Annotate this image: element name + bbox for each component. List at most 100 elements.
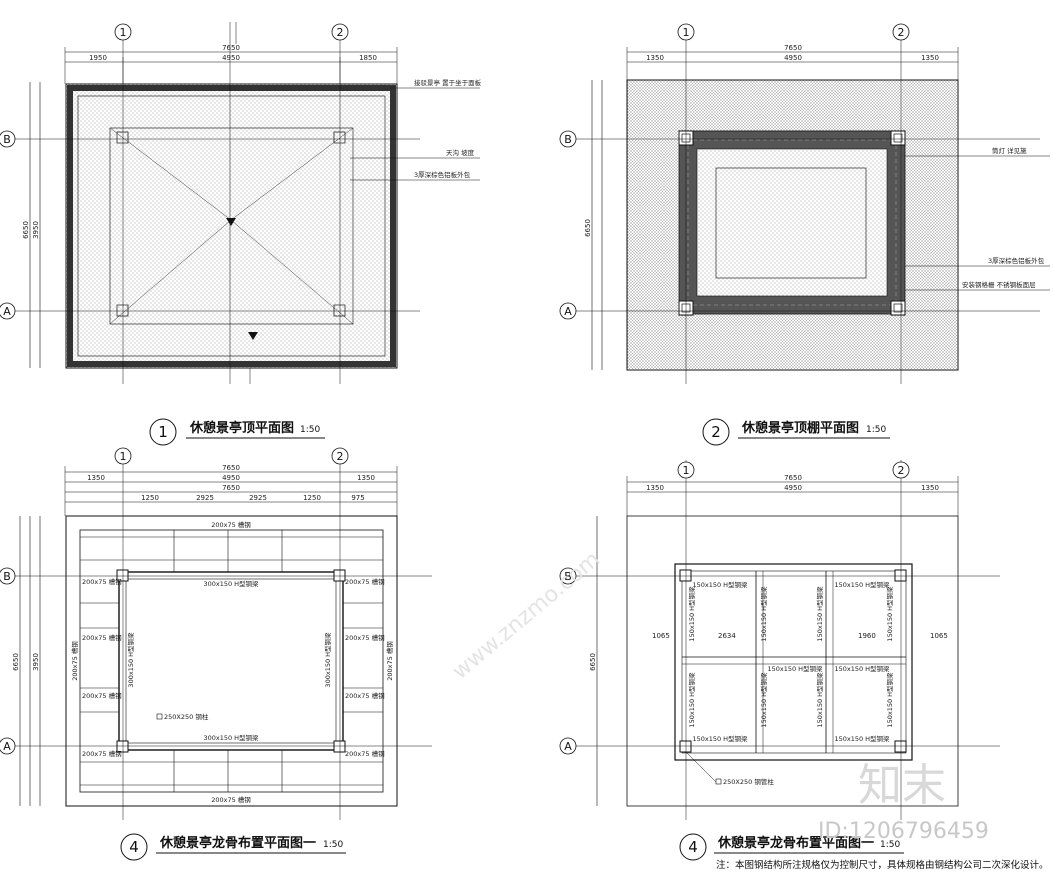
p3-title-num: 4	[129, 838, 139, 856]
p3-beam-right: 300x150 H型钢梁	[323, 632, 332, 688]
p1-label-2: 天沟 坡度	[446, 148, 475, 157]
p3-purlin-vr: 200x75 槽钢	[385, 641, 394, 681]
p2-label-2: 3厚深棕色铝板外包	[988, 256, 1045, 265]
p3-column-label: 250X250 钢柱	[164, 712, 209, 721]
p3-purlin-bottom: 200x75 槽钢	[211, 795, 251, 804]
p3-dim-total: 7650	[222, 464, 240, 472]
p1-title-num: 1	[158, 423, 168, 441]
p3-beam-top: 300x150 H型钢梁	[203, 579, 259, 588]
p4-beam-1: 150x150 H型钢梁	[692, 580, 748, 589]
p3-dim-c: 2925	[249, 494, 267, 502]
p1-dim-total: 7650	[222, 44, 240, 52]
p3-dim-vert: 6650	[12, 653, 20, 671]
plan-4-framing: 7650 4950 1350 1350 6650 150x150 H型钢梁 15…	[559, 460, 1049, 871]
p4-dim-1065r: 1065	[930, 632, 948, 640]
p4-dim-inner: 4950	[784, 484, 802, 492]
p3-purlin-r2: 200x75 槽钢	[345, 633, 385, 642]
p3-dim-right: 1350	[357, 474, 375, 482]
p1-dim-right: 1850	[359, 54, 377, 62]
p4-beam-5: 150x150 H型钢梁	[692, 734, 748, 743]
p3-title: 休憩景亭龙骨布置平面图一	[159, 835, 316, 851]
p2-dim-left: 1350	[646, 54, 664, 62]
p3-purlin-l1: 200x75 槽钢	[82, 577, 122, 586]
p1-axis-1: 1	[120, 26, 127, 39]
p3-dim-b: 2925	[196, 494, 214, 502]
watermark-logo: 知末	[858, 760, 946, 811]
p1-dim-vert: 6650	[22, 221, 30, 239]
p3-purlin-vl: 200x75 槽钢	[70, 641, 79, 681]
p4-dim-total: 7650	[784, 474, 802, 482]
p4-beam-v8: 150x150 H型钢梁	[885, 672, 894, 728]
p3-purlin-l4: 200x75 槽钢	[82, 749, 122, 758]
plan-3-framing: 7650 4950 7650 1350 1350 1250 2925 2925 …	[0, 447, 432, 861]
p1-title: 休憩景亭顶平面图	[189, 420, 294, 436]
p1-dim-vert-inner: 3950	[32, 221, 40, 239]
p3-beam-bottom: 300x150 H型钢梁	[203, 733, 259, 742]
p2-axis-1: 1	[683, 26, 690, 39]
p4-dim-1065l: 1065	[652, 632, 670, 640]
p4-beam-4: 150x150 H型钢梁	[834, 664, 890, 673]
p3-scale: 1:50	[323, 840, 343, 850]
watermark-id: ID:1206796459	[818, 819, 989, 844]
p4-dim-2634: 2634	[718, 632, 736, 640]
p4-beam-3: 150x150 H型钢梁	[767, 664, 823, 673]
p3-purlin-l3: 200x75 槽钢	[82, 691, 122, 700]
p3-purlin-r1: 200x75 槽钢	[345, 577, 385, 586]
p4-column-label: 250X250 钢管柱	[723, 777, 774, 786]
p4-dim-left: 1350	[646, 484, 664, 492]
p2-dim-vert: 6650	[584, 219, 592, 237]
p3-purlin-r4: 200x75 槽钢	[345, 749, 385, 758]
p2-title: 休憩景亭顶棚平面图	[741, 420, 859, 436]
p3-purlin-top: 200x75 槽钢	[211, 520, 251, 529]
plan-1-roof: 7650 4950 1950 1850 6650 3950	[0, 22, 482, 446]
p3-dim-a: 1250	[141, 494, 159, 502]
p3-purlin-r3: 200x75 槽钢	[345, 691, 385, 700]
p2-axis-2: 2	[898, 26, 905, 39]
p2-dim-inner: 4950	[784, 54, 802, 62]
p2-label-3: 安装钢格栅 不锈钢板面层	[962, 280, 1036, 289]
p4-axis-1: 1	[683, 464, 690, 477]
p4-beam-v7: 150x150 H型钢梁	[885, 586, 894, 642]
p4-title: 休憩景亭龙骨布置平面图一	[717, 835, 874, 851]
p2-axis-b: B	[564, 133, 572, 146]
p1-dim-left: 1950	[89, 54, 107, 62]
p4-axis-2: 2	[898, 464, 905, 477]
p2-title-num: 2	[711, 423, 721, 441]
p1-axis-2: 2	[337, 26, 344, 39]
p4-axis-a: A	[564, 740, 572, 753]
p4-beam-v1: 150x150 H型钢梁	[687, 586, 696, 642]
p3-dim-left: 1350	[87, 474, 105, 482]
p4-beam-2: 150x150 H型钢梁	[834, 580, 890, 589]
p4-beam-v5: 150x150 H型钢梁	[815, 586, 824, 642]
p4-beam-v4: 150x150 H型钢梁	[759, 672, 768, 728]
p3-dim-d: 1250	[303, 494, 321, 502]
p1-dim-inner: 4950	[222, 54, 240, 62]
watermark-site: www.znzmo.com	[448, 547, 605, 685]
p3-dim-total-2: 7650	[222, 484, 240, 492]
p4-dim-right: 1350	[921, 484, 939, 492]
p4-beam-v6: 150x150 H型钢梁	[815, 672, 824, 728]
p4-beam-v2: 150x150 H型钢梁	[687, 672, 696, 728]
p3-axis-b: B	[3, 570, 11, 583]
p1-scale: 1:50	[300, 425, 320, 435]
p4-beam-v3: 150x150 H型钢梁	[759, 586, 768, 642]
p4-dim-vert: 6650	[589, 653, 597, 671]
p1-axis-b: B	[3, 133, 11, 146]
p3-dim-vert-inner: 3950	[32, 653, 40, 671]
p3-purlin-l2: 200x75 槽钢	[82, 633, 122, 642]
p3-axis-2: 2	[337, 450, 344, 463]
p4-scale: 1:50	[880, 840, 900, 850]
p2-dim-total: 7650	[784, 44, 802, 52]
p4-dim-1960: 1960	[858, 632, 876, 640]
p3-dim-inner: 4950	[222, 474, 240, 482]
p2-scale: 1:50	[866, 425, 886, 435]
plan-2-ceiling: 7650 4950 1350 1350 6650 1 2 B	[559, 23, 1050, 446]
p4-title-num: 4	[688, 838, 698, 856]
p3-axis-a: A	[3, 740, 11, 753]
p3-axis-1: 1	[120, 450, 127, 463]
p2-dim-right: 1350	[921, 54, 939, 62]
p4-axis-b: B	[564, 570, 572, 583]
p3-dim-e: 975	[351, 494, 364, 502]
p1-label-1: 接驳景亭 置于坐于面板	[414, 78, 482, 87]
